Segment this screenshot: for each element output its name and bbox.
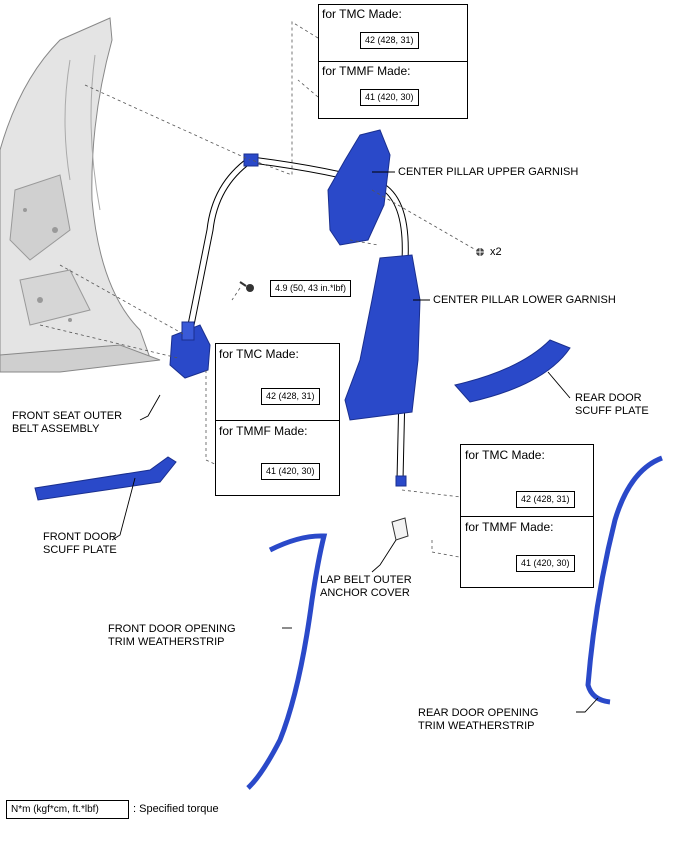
legend-box: N*m (kgf*cm, ft.*lbf) [6, 800, 129, 819]
center-pillar-lower-garnish-shape [344, 254, 421, 421]
tmmf-header: for TMMF Made: [219, 424, 308, 438]
rear-door-scuff-plate-shape [454, 339, 571, 403]
tmmf-header: for TMMF Made: [465, 520, 554, 534]
clip-count: x2 [490, 246, 502, 258]
label-line-1: REAR DOOR OPENING [418, 707, 539, 719]
torque-box-top: for TMC Made: 42 (428, 31) for TMMF Made… [318, 4, 468, 119]
legend-description: : Specified torque [133, 803, 219, 815]
torque-value-single: 4.9 (50, 43 in.*lbf) [270, 280, 352, 297]
label-line-2: SCUFF PLATE [575, 405, 649, 417]
box-divider [319, 61, 467, 62]
clip-icon [476, 248, 484, 256]
tmc-header: for TMC Made: [465, 448, 545, 462]
tmc-torque-value: 42 (428, 31) [516, 491, 575, 508]
vehicle-body-panel [0, 17, 161, 373]
torque-box-right: for TMC Made: 42 (428, 31) for TMMF Made… [460, 444, 594, 588]
torque-box-middle: for TMC Made: 42 (428, 31) for TMMF Made… [215, 343, 340, 496]
tmc-torque-value: 42 (428, 31) [261, 388, 320, 405]
label-line-2: ANCHOR COVER [320, 587, 410, 599]
label-line-2: TRIM WEATHERSTRIP [108, 636, 225, 648]
center-pillar-upper-garnish-shape [327, 129, 391, 246]
tmmf-torque-value: 41 (420, 30) [261, 463, 320, 480]
label-center-pillar-upper-garnish: CENTER PILLAR UPPER GARNISH [398, 166, 579, 178]
tmmf-torque-value: 41 (420, 30) [360, 89, 419, 106]
label-line-1: FRONT DOOR OPENING [108, 623, 236, 635]
label-line-1: REAR DOOR [575, 392, 642, 404]
label-line-1: LAP BELT OUTER [320, 574, 412, 586]
box-divider [216, 420, 339, 421]
tmmf-header: for TMMF Made: [322, 64, 411, 78]
front-weatherstrip-shape [246, 533, 328, 790]
lap-belt-cover-shape [391, 517, 409, 541]
tmc-torque-value: 42 (428, 31) [360, 32, 419, 49]
label-line-2: SCUFF PLATE [43, 544, 117, 556]
rear-weatherstrip-shape [585, 455, 663, 705]
tmmf-torque-value: 41 (420, 30) [516, 555, 575, 572]
box-divider [461, 516, 593, 517]
label-line-1: FRONT DOOR [43, 531, 117, 543]
tmc-header: for TMC Made: [219, 347, 299, 361]
label-line-1: FRONT SEAT OUTER [12, 410, 123, 422]
label-center-pillar-lower-garnish: CENTER PILLAR LOWER GARNISH [433, 294, 616, 306]
bolt-icon [239, 281, 254, 292]
label-line-2: BELT ASSEMBLY [12, 423, 100, 435]
leader-lines [111, 171, 599, 713]
tmc-header: for TMC Made: [322, 7, 402, 21]
label-line-2: TRIM WEATHERSTRIP [418, 720, 535, 732]
front-door-scuff-plate-shape [34, 456, 177, 501]
belt-retractor [169, 321, 211, 379]
